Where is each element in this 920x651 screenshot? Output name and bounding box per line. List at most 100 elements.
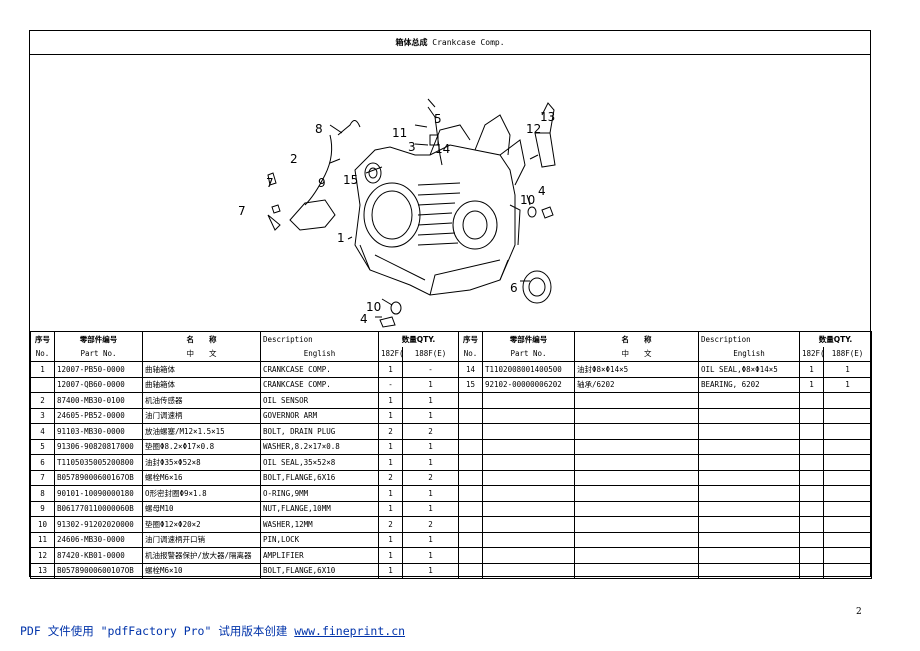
cell-q1: 1 [378, 531, 403, 548]
cell-no: 12 [30, 547, 55, 564]
cell-no: 13 [30, 562, 55, 579]
cell-q2 [823, 562, 872, 579]
hdr-seq-en-r: No. [458, 346, 483, 362]
cell-no: 2 [30, 392, 55, 409]
hdr-part-zh-r: 零部件编号 [482, 331, 575, 347]
cell-q2 [823, 547, 872, 564]
oil-seal-6 [522, 270, 552, 304]
cell-en [698, 407, 800, 424]
hdr-m1-r: 182F(E) [799, 346, 824, 362]
cell-no [458, 423, 483, 440]
cell-q2: 2 [402, 423, 459, 440]
cell-part [482, 500, 575, 517]
cell-no [458, 516, 483, 533]
callout-5: 5 [434, 112, 442, 126]
cell-part: 92102-00000006202 [482, 376, 575, 393]
cell-en [698, 392, 800, 409]
footer-text: PDF 文件使用 "pdfFactory Pro" 试用版本创建 [20, 624, 288, 638]
callout-14: 14 [435, 142, 450, 156]
cell-en: CRANKCASE COMP. [260, 376, 379, 393]
cell-en [698, 485, 800, 502]
cell-part: B05789000600167OB [54, 469, 143, 486]
cell-q2 [823, 500, 872, 517]
cell-no [458, 500, 483, 517]
cell-en: GOVERNOR ARM [260, 407, 379, 424]
cell-cn: 垫圈Φ12×Φ20×2 [142, 516, 261, 533]
cell-q2 [823, 392, 872, 409]
cell-no [30, 376, 55, 393]
cell-part: 87400-MB30-0100 [54, 392, 143, 409]
cell-q1: 1 [378, 562, 403, 579]
hdr-seq-zh: 序号 [30, 331, 55, 347]
cell-cn [574, 500, 699, 517]
cell-cn: 油门调速柄开口销 [142, 531, 261, 548]
cell-part: T1105035005200800 [54, 454, 143, 471]
cell-q2 [823, 454, 872, 471]
header-row-en: No. Part No. 中 文 English 182F(E) 188F(E)… [30, 346, 872, 362]
hdr-cn: 中 文 [142, 346, 261, 362]
cell-cn [574, 392, 699, 409]
cell-q1 [799, 562, 824, 579]
cell-no [458, 531, 483, 548]
cell-cn [574, 407, 699, 424]
hdr-m1: 182F(E) [378, 346, 403, 362]
cell-en: OIL SENSOR [260, 392, 379, 409]
cell-en: NUT,FLANGE,10MM [260, 500, 379, 517]
cell-en: BEARING, 6202 [698, 376, 800, 393]
cell-part: 12007-QB60-0000 [54, 376, 143, 393]
crankcase-body-outline [354, 144, 516, 296]
cell-q2: 1 [402, 547, 459, 564]
callout-1: 1 [337, 231, 345, 245]
cell-cn: 机油报警器保护/放大器/隔离器 [142, 547, 261, 564]
hdr-en: English [260, 346, 379, 362]
cell-q1 [799, 407, 824, 424]
hdr-desc-r: Description [698, 331, 800, 347]
cell-q2: 1 [402, 500, 459, 517]
callout-12: 12 [526, 122, 541, 136]
cell-cn [574, 423, 699, 440]
bearing-15 [364, 162, 382, 184]
cell-cn: 轴承/6202 [574, 376, 699, 393]
cell-q2: 1 [823, 376, 872, 393]
cell-cn: 油封Φ35×Φ52×8 [142, 454, 261, 471]
cell-q1: 1 [378, 438, 403, 455]
cell-no: 14 [458, 361, 483, 378]
hdr-qty: 数量QTY. [378, 331, 459, 347]
cell-q2 [823, 469, 872, 486]
cell-no [458, 469, 483, 486]
cell-cn: 放油螺塞/M12×1.5×15 [142, 423, 261, 440]
cell-q2: 1 [402, 562, 459, 579]
oil-sensor-wire [304, 134, 333, 206]
cell-no [458, 562, 483, 579]
cell-cn: 油封Φ8×Φ14×5 [574, 361, 699, 378]
cell-q2 [823, 531, 872, 548]
cell-part: 12007-PB50-0000 [54, 361, 143, 378]
cell-en: PIN,LOCK [260, 531, 379, 548]
footer-link[interactable]: www.fineprint.cn [294, 624, 406, 638]
cell-cn [574, 562, 699, 579]
cell-q1: 1 [378, 485, 403, 502]
cell-q1 [799, 531, 824, 548]
cell-q2: 1 [402, 485, 459, 502]
cell-q1 [799, 547, 824, 564]
cell-cn: O形密封圈Φ9×1.8 [142, 485, 261, 502]
cell-part [482, 469, 575, 486]
cell-no: 7 [30, 469, 55, 486]
cell-part: 91302-91202020000 [54, 516, 143, 533]
cell-q2: 1 [823, 361, 872, 378]
cell-q2 [823, 407, 872, 424]
callout-10b: 10 [520, 193, 535, 207]
cell-q2: 1 [402, 392, 459, 409]
cell-part: 24606-MB30-0000 [54, 531, 143, 548]
hdr-cn-r: 中 文 [574, 346, 699, 362]
cell-part: 87420-KB01-0000 [54, 547, 143, 564]
page-number: 2 [856, 607, 862, 617]
amplifier [534, 132, 556, 168]
cell-no: 1 [30, 361, 55, 378]
hdr-qty-r: 数量QTY. [799, 331, 872, 347]
cell-q1: 1 [378, 500, 403, 517]
cell-q1 [799, 516, 824, 533]
